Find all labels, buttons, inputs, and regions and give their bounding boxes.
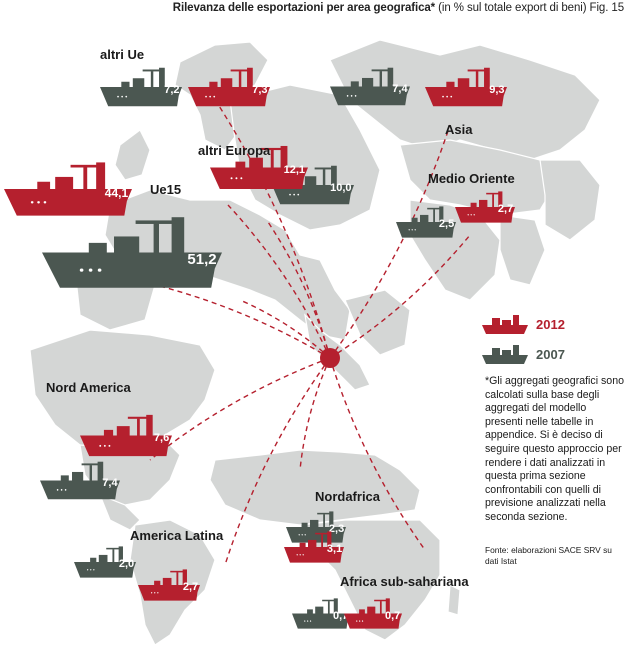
ship-bar-asia-2007	[330, 67, 410, 106]
ship-value-altri-ue-2007: 7,2	[164, 83, 180, 96]
region-label-asia: Asia	[445, 122, 473, 137]
connection-line	[149, 357, 331, 461]
ship-bar-altri-ue-2007	[100, 67, 182, 107]
ship-bar-medio-oriente-2012	[455, 191, 515, 223]
ship-value-america-latina-2007: 2,0	[118, 558, 135, 571]
legend-label-2012: 2012	[536, 316, 565, 332]
connection-line	[209, 91, 331, 359]
region-label-nord-america: Nord America	[46, 380, 131, 395]
ship-value-nord-america-2012: 7,6	[153, 432, 170, 445]
connection-line	[239, 299, 331, 359]
legend-label-2007: 2007	[536, 346, 565, 362]
landmass-balkans	[344, 289, 411, 356]
connection-line	[329, 234, 471, 359]
italy-hub-marker	[320, 348, 340, 368]
ship-value-medio-oriente-2012: 2,7	[497, 203, 514, 216]
ship-bar-africa-sub-sahariana-2012	[344, 598, 402, 629]
connection-line	[227, 204, 331, 359]
region-label-nordafrica: Nordafrica	[315, 489, 381, 504]
ship-bar-nord-america-2012	[80, 414, 172, 457]
ship-value-altri-europa-2007: 10,0	[330, 181, 352, 194]
region-label-medio-oriente: Medio Oriente	[428, 171, 515, 186]
connection-line	[299, 357, 331, 471]
connection-line	[329, 124, 451, 359]
ship-bar-altri-europa-2012	[210, 145, 308, 190]
ship-value-nordafrica-2007: 2,3	[328, 523, 345, 536]
ship-value-asia-2007: 7,4	[392, 82, 408, 95]
ship-bar-ue15-2007	[42, 217, 222, 288]
ship-bar-nordafrica-2012	[284, 531, 344, 563]
ship-bar-medio-oriente-2007	[396, 206, 456, 238]
source-note: Fonte: elaborazioni SACE SRV su dati Ist…	[485, 545, 612, 566]
landmass-british-isles	[114, 129, 151, 181]
ship-value-asia-2012: 9,3	[489, 83, 505, 96]
ship-value-ue15-2012: 44,1	[104, 186, 129, 201]
region-label-africa-sub-sahariana: Africa sub-sahariana	[340, 574, 469, 589]
ship-value-nordafrica-2012: 3,1	[326, 543, 343, 556]
landmass-madagascar	[447, 584, 461, 616]
ship-value-ue15-2007: 51,2	[187, 250, 217, 268]
title-rest: (in % sul totale export di beni) Fig. 15	[435, 2, 624, 14]
connection-lines	[134, 91, 471, 566]
chart-title: Rilevanza delle esportazioni per area ge…	[173, 2, 624, 14]
landmass-east-asia	[539, 159, 601, 241]
ship-bar-africa-sub-sahariana-2007	[292, 598, 350, 629]
ship-bar-america-latina-2012	[138, 569, 200, 601]
landmass-africa-north	[209, 449, 421, 526]
region-label-altri-europa: altri Europa	[198, 143, 271, 158]
ship-value-america-latina-2012: 2,7	[182, 581, 199, 594]
region-label-ue15: Ue15	[150, 182, 182, 197]
connection-line	[224, 357, 331, 566]
ship-value-nord-america-2007: 7,4	[102, 476, 118, 489]
ship-value-altri-ue-2012: 7,3	[252, 83, 268, 96]
ship-value-africa-sub-sahariana-2007: 0,7	[332, 609, 349, 622]
ship-value-medio-oriente-2007: 2,5	[438, 218, 455, 231]
ship-bar-asia-2012	[425, 67, 507, 107]
title-bold: Rilevanza delle esportazioni per area ge…	[172, 2, 436, 14]
legend-2007: 2007	[480, 342, 565, 366]
methodology-note: *Gli aggregati geografici sono calcolati…	[485, 375, 624, 523]
ship-icon-2007	[482, 345, 528, 364]
connection-line	[267, 221, 331, 359]
ship-icon-2012	[482, 315, 528, 334]
region-label-altri-ue: altri Ue	[100, 47, 145, 62]
ship-bar-america-latina-2007	[74, 546, 136, 578]
landmass-india	[499, 214, 546, 286]
region-label-america-latina: America Latina	[130, 528, 224, 543]
ship-value-altri-europa-2012: 12,1	[283, 164, 306, 177]
legend-2012: 2012	[480, 312, 565, 336]
landmass-north-america-north	[29, 329, 216, 456]
landmass-south-america	[129, 519, 216, 645]
ship-bar-altri-ue-2012	[188, 67, 270, 107]
ship-value-africa-sub-sahariana-2012: 0,7	[384, 609, 401, 622]
ship-bar-ue15-2012	[4, 162, 132, 216]
ship-bar-nord-america-2007	[40, 461, 120, 500]
